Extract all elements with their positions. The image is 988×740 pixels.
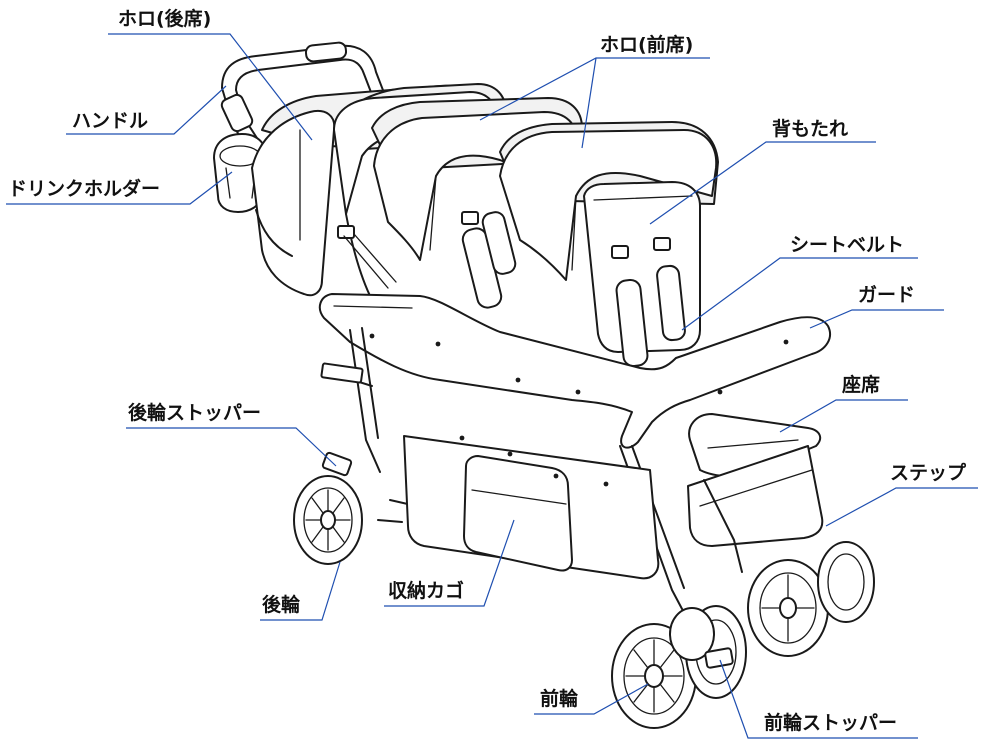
label-hood-rear: ホロ(後席) — [118, 8, 212, 30]
leader-guard — [809, 309, 944, 329]
label-handle: ハンドル — [72, 110, 149, 132]
leader-front-wheel — [534, 683, 649, 715]
leader-hood-front-b — [581, 57, 597, 149]
leader-seat-belt — [681, 257, 918, 331]
label-rear-wheel: 後輪 — [262, 594, 301, 616]
leader-rear-wheel — [260, 561, 341, 621]
label-seat-belt: シートベルト — [790, 234, 905, 256]
label-front-wheel: 前輪 — [540, 688, 579, 710]
seat-belt-part — [337, 211, 686, 368]
leader-rear-stopper — [126, 427, 337, 467]
basket-part — [403, 435, 660, 580]
label-backrest: 背もたれ — [772, 118, 849, 140]
rear-stopper-part — [321, 451, 353, 477]
label-front-wheel-stopper: 前輪ストッパー — [764, 712, 898, 734]
front-wheel-3-part — [817, 541, 875, 623]
leader-basket — [384, 519, 515, 607]
label-basket: 収納カゴ — [388, 580, 465, 602]
rear-wheel-part — [293, 475, 363, 565]
leader-front-stopper — [719, 659, 918, 739]
label-rear-wheel-stopper: 後輪ストッパー — [128, 402, 262, 424]
leader-step — [825, 487, 978, 527]
leader-backrest — [649, 141, 876, 225]
label-guard: ガード — [858, 284, 916, 306]
label-drink-holder: ドリンクホルダー — [8, 178, 161, 200]
guard-part — [318, 293, 831, 449]
label-seat: 座席 — [842, 374, 881, 396]
front-wheel-2-part — [747, 559, 829, 657]
leader-seat — [779, 399, 908, 433]
leader-drink-holder — [6, 171, 233, 205]
front-stopper-part — [704, 647, 734, 669]
label-hood-front: ホロ(前席) — [600, 34, 694, 56]
front-wheel-5-part — [669, 607, 715, 661]
step-part — [687, 445, 824, 547]
label-step: ステップ — [890, 462, 967, 484]
leader-hood-rear — [108, 33, 313, 141]
leader-lines — [6, 33, 978, 739]
leader-handle — [66, 85, 227, 135]
